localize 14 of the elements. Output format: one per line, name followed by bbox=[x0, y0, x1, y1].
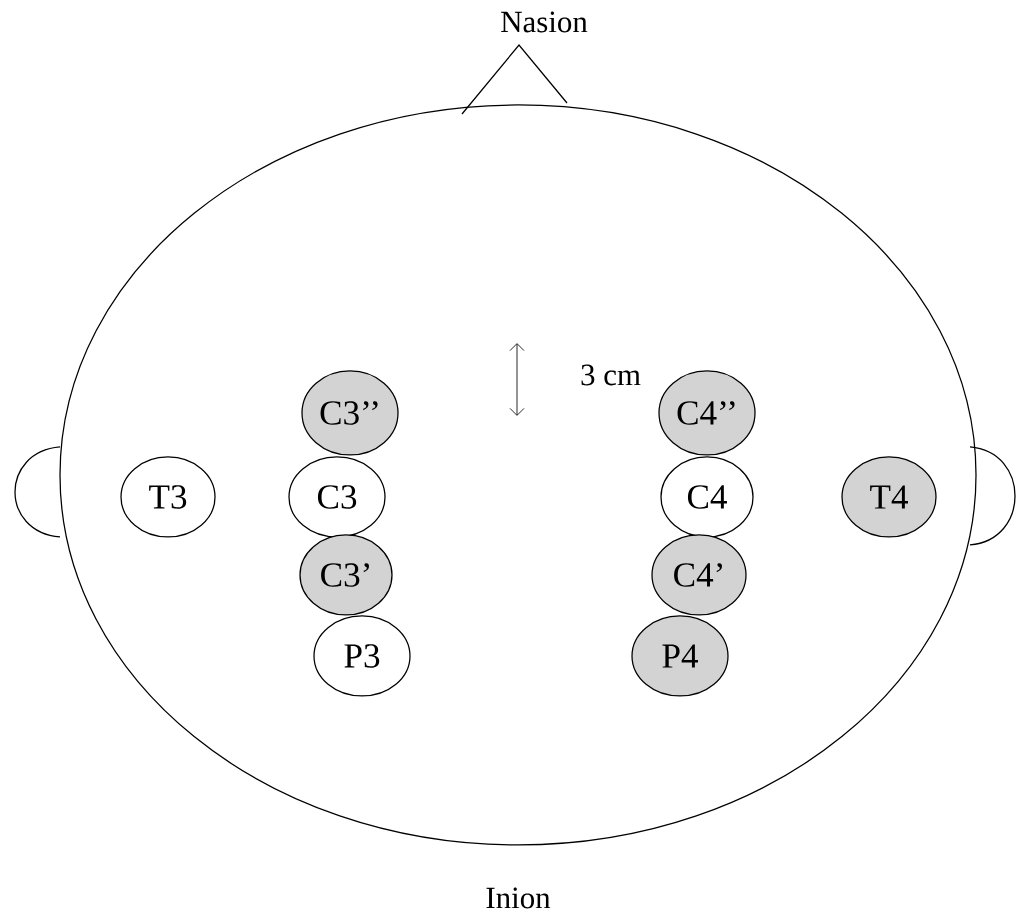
electrode: T3 bbox=[120, 456, 216, 538]
electrode: C3’ bbox=[299, 534, 393, 616]
electrode: C4’’ bbox=[658, 370, 756, 456]
landmark-label: Inion bbox=[486, 887, 551, 909]
electrode: C3’’ bbox=[301, 370, 399, 456]
electrode: C3 bbox=[288, 456, 386, 538]
electrode: P3 bbox=[313, 615, 411, 697]
head-outline bbox=[59, 104, 977, 846]
electrode: C4’ bbox=[651, 534, 747, 616]
electrode: P4 bbox=[631, 615, 729, 697]
landmark-label: Nasion bbox=[501, 11, 588, 33]
electrode: T4 bbox=[841, 456, 937, 538]
electrode: C4 bbox=[660, 456, 754, 538]
dimension-label: 3 cm bbox=[581, 364, 641, 386]
